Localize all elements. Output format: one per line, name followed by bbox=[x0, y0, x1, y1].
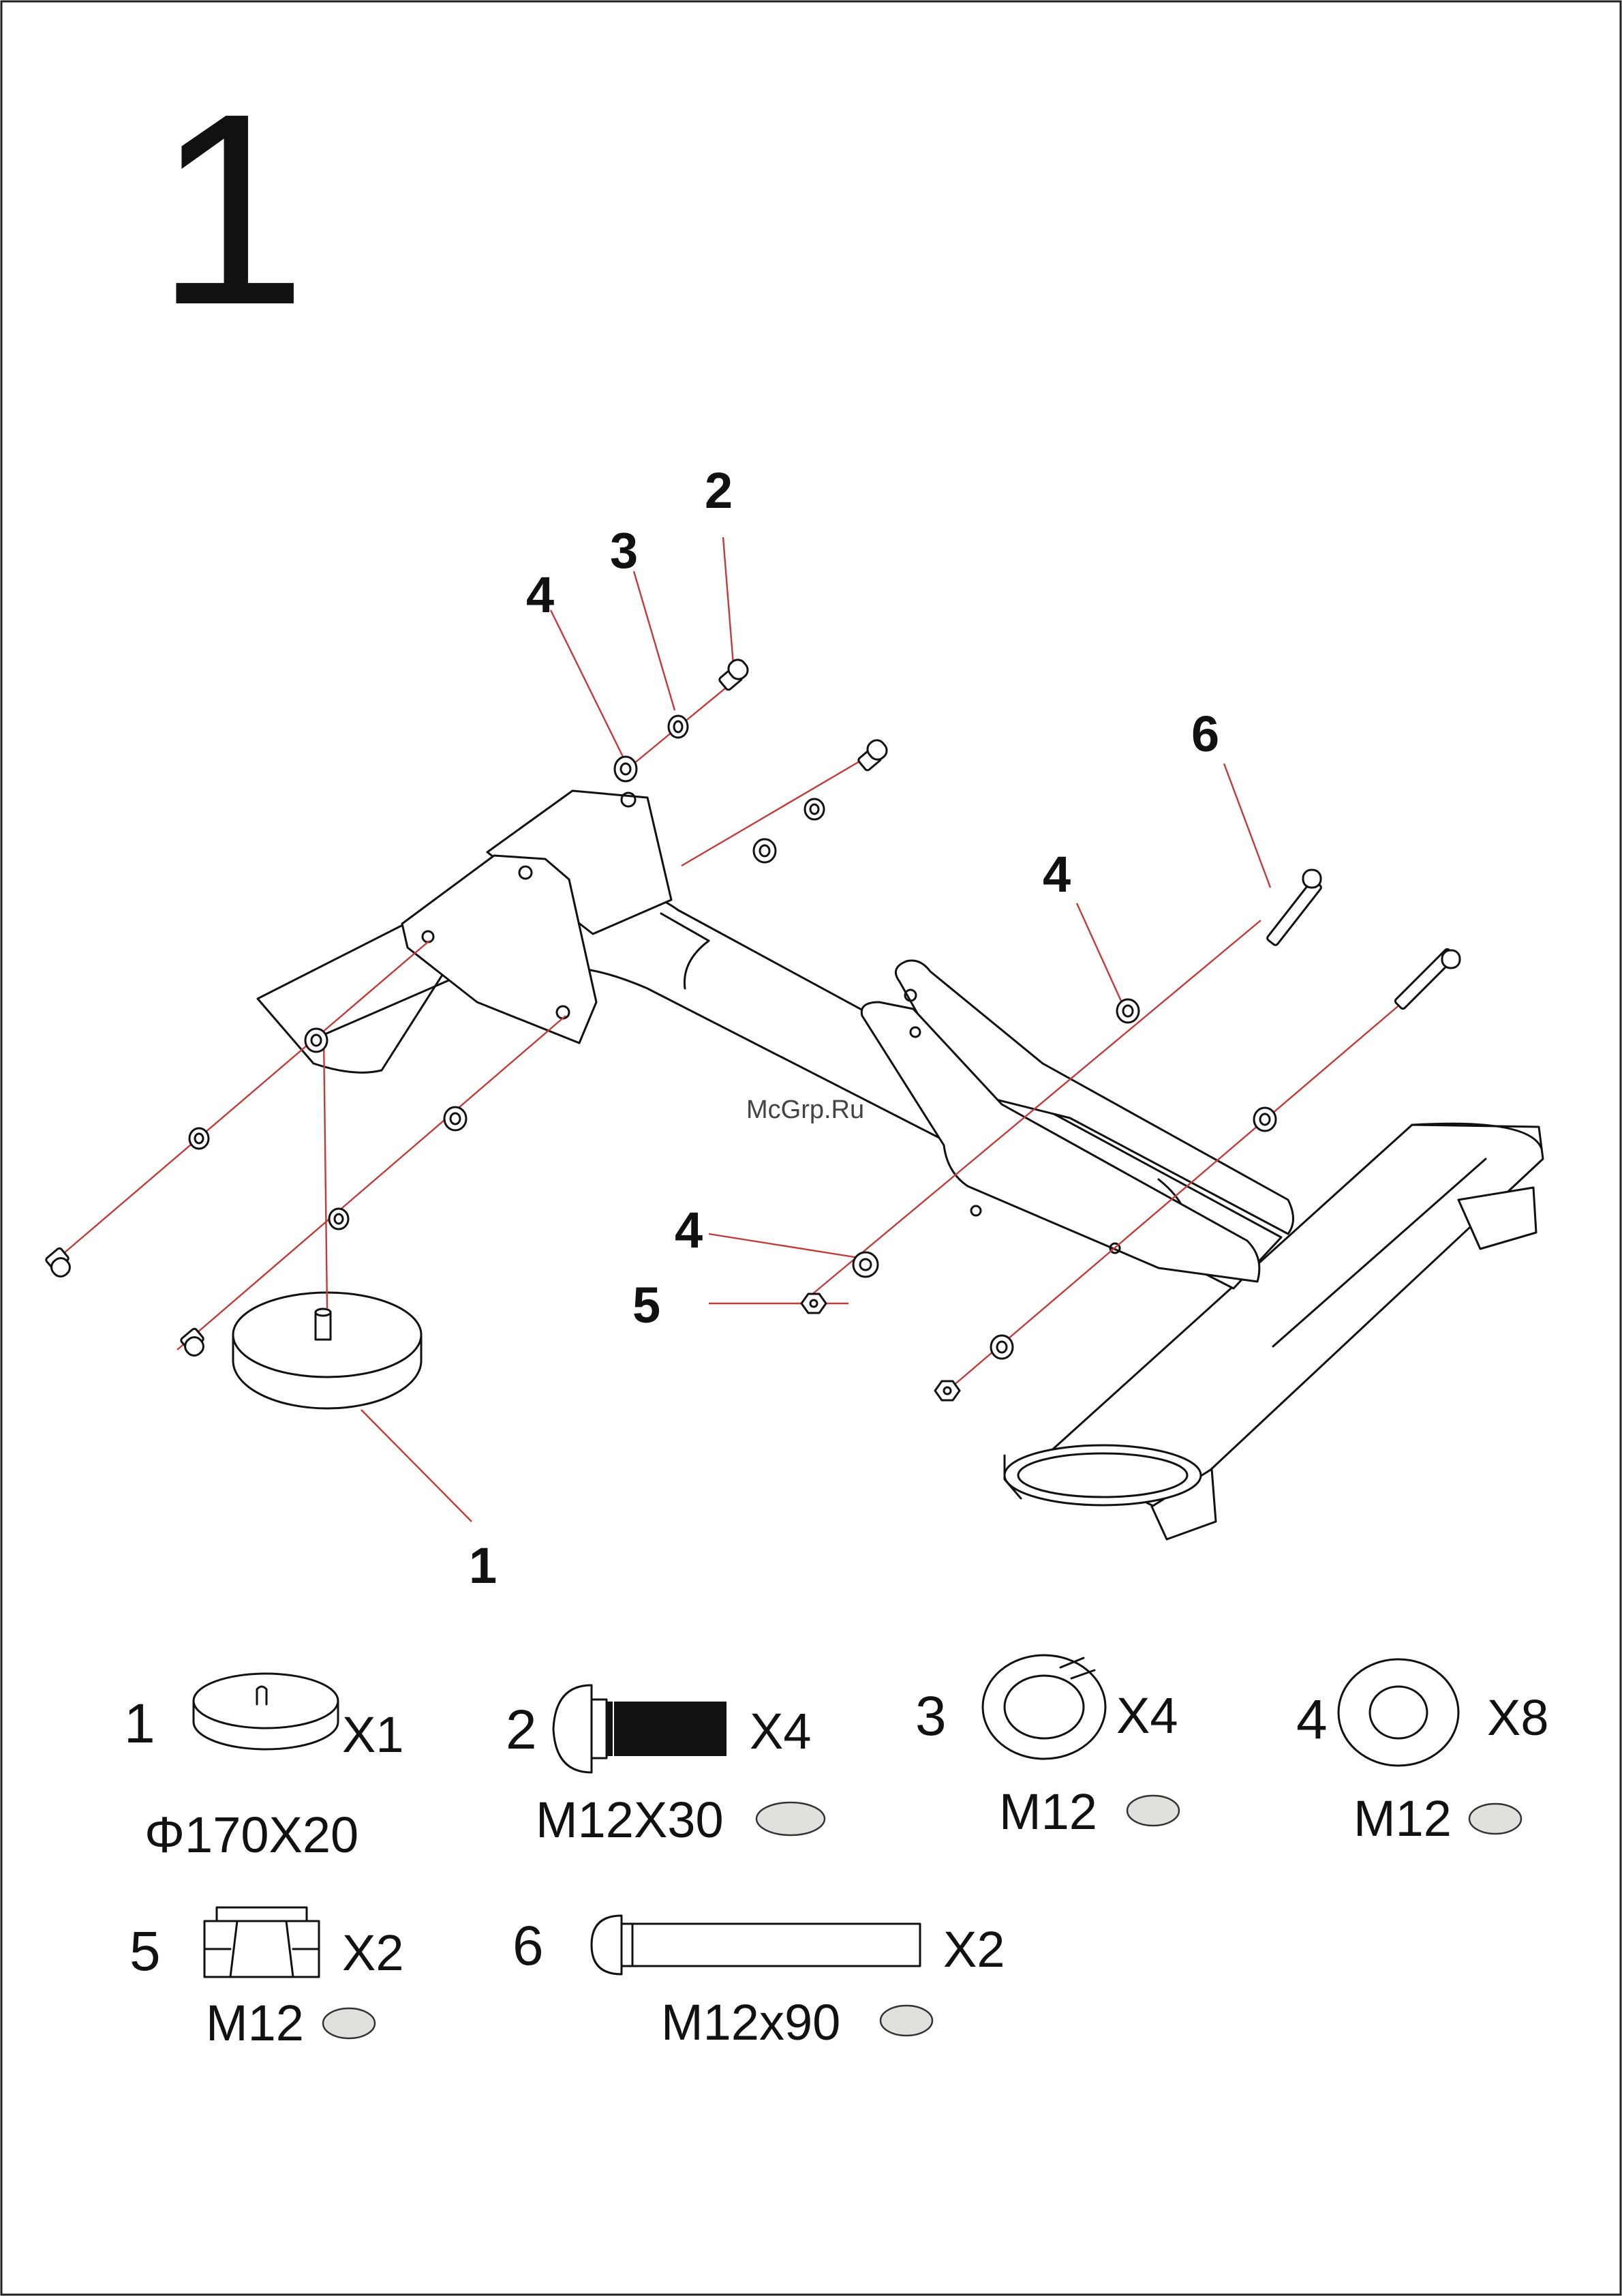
long-bolt-icon bbox=[1266, 870, 1322, 946]
callout-part-2: 2 bbox=[705, 462, 733, 519]
parts-list: 1 X1 Φ170X20 2 X4 M12X30 3 bbox=[124, 1655, 1549, 2051]
bolt-icon bbox=[553, 1685, 726, 1772]
part-spec: M12 bbox=[1353, 1790, 1452, 1847]
spec-swatch bbox=[756, 1802, 825, 1835]
part-number: 5 bbox=[129, 1920, 161, 1982]
spring-washer-icon bbox=[983, 1655, 1105, 1759]
nut-icon bbox=[801, 1294, 826, 1313]
part-row-1: 1 X1 Φ170X20 bbox=[124, 1674, 404, 1863]
bolt-icon bbox=[180, 1328, 206, 1359]
part-quantity: X8 bbox=[1487, 1689, 1549, 1746]
part-number: 1 bbox=[124, 1693, 155, 1755]
bolt-icon bbox=[857, 737, 890, 772]
bolt-icon bbox=[45, 1248, 73, 1280]
callout-part-3: 3 bbox=[610, 522, 638, 579]
long-bolt-icon bbox=[592, 1916, 920, 1974]
flat-washer-icon bbox=[615, 757, 637, 781]
spring-washer-icon bbox=[669, 716, 688, 738]
flat-washer-icon bbox=[305, 1029, 327, 1052]
spec-swatch bbox=[1469, 1804, 1521, 1834]
nut-icon bbox=[204, 1907, 319, 1977]
part-row-4: 4 X8 M12 bbox=[1296, 1659, 1549, 1847]
part-row-3: 3 X4 M12 bbox=[915, 1655, 1179, 1840]
part-spec: M12X30 bbox=[536, 1792, 724, 1848]
spec-swatch bbox=[323, 2008, 375, 2038]
flat-washer-icon bbox=[444, 1107, 466, 1130]
callout-part-1: 1 bbox=[469, 1537, 497, 1594]
spec-swatch bbox=[1127, 1796, 1179, 1826]
flat-washer-icon bbox=[853, 1252, 878, 1277]
part-spec: M12x90 bbox=[661, 1994, 840, 2051]
flat-washer-icon bbox=[1338, 1659, 1458, 1766]
flat-washer-icon bbox=[991, 1335, 1013, 1359]
flat-washer-icon bbox=[1117, 999, 1139, 1023]
part-quantity: X2 bbox=[342, 1924, 404, 1981]
part-quantity: X4 bbox=[750, 1703, 812, 1759]
part-spec: Φ170X20 bbox=[144, 1807, 358, 1863]
part-number: 6 bbox=[512, 1915, 544, 1977]
long-bolt-icon bbox=[1394, 948, 1460, 1010]
part-quantity: X1 bbox=[342, 1706, 404, 1763]
flat-washer-icon bbox=[1254, 1108, 1276, 1131]
exploded-diagram: 2 3 4 6 4 4 5 1 McGrp.Ru bbox=[45, 462, 1543, 1594]
part-spec: M12 bbox=[999, 1783, 1097, 1840]
part-quantity: X4 bbox=[1116, 1687, 1178, 1744]
part-number: 3 bbox=[915, 1685, 947, 1747]
callout-part-4-top: 4 bbox=[526, 567, 554, 623]
part-number: 2 bbox=[506, 1699, 537, 1761]
watermark: McGrp.Ru bbox=[746, 1096, 864, 1124]
spring-washer-icon bbox=[805, 799, 824, 819]
spec-swatch bbox=[881, 2006, 932, 2036]
step-number: 1 bbox=[155, 57, 307, 361]
bolt-icon bbox=[718, 656, 751, 691]
flat-washer-icon bbox=[754, 839, 776, 862]
part-row-2: 2 X4 M12X30 bbox=[506, 1685, 825, 1848]
spring-washer-icon bbox=[329, 1209, 348, 1229]
foot-pad-diagram bbox=[233, 1293, 421, 1408]
callout-part-4-bottom: 4 bbox=[675, 1202, 703, 1258]
part-number: 4 bbox=[1296, 1689, 1328, 1751]
callout-part-4-right: 4 bbox=[1043, 846, 1071, 903]
spring-washer-icon bbox=[189, 1128, 209, 1149]
part-quantity: X2 bbox=[943, 1921, 1005, 1978]
part-row-5: 5 X2 M12 bbox=[129, 1907, 404, 2051]
callout-part-5: 5 bbox=[632, 1277, 660, 1333]
callout-part-6: 6 bbox=[1191, 706, 1219, 762]
nut-icon bbox=[935, 1381, 960, 1400]
foot-pad-icon bbox=[194, 1674, 338, 1749]
part-spec: M12 bbox=[206, 1995, 304, 2051]
part-row-6: 6 X2 M12x90 bbox=[512, 1915, 1005, 2051]
